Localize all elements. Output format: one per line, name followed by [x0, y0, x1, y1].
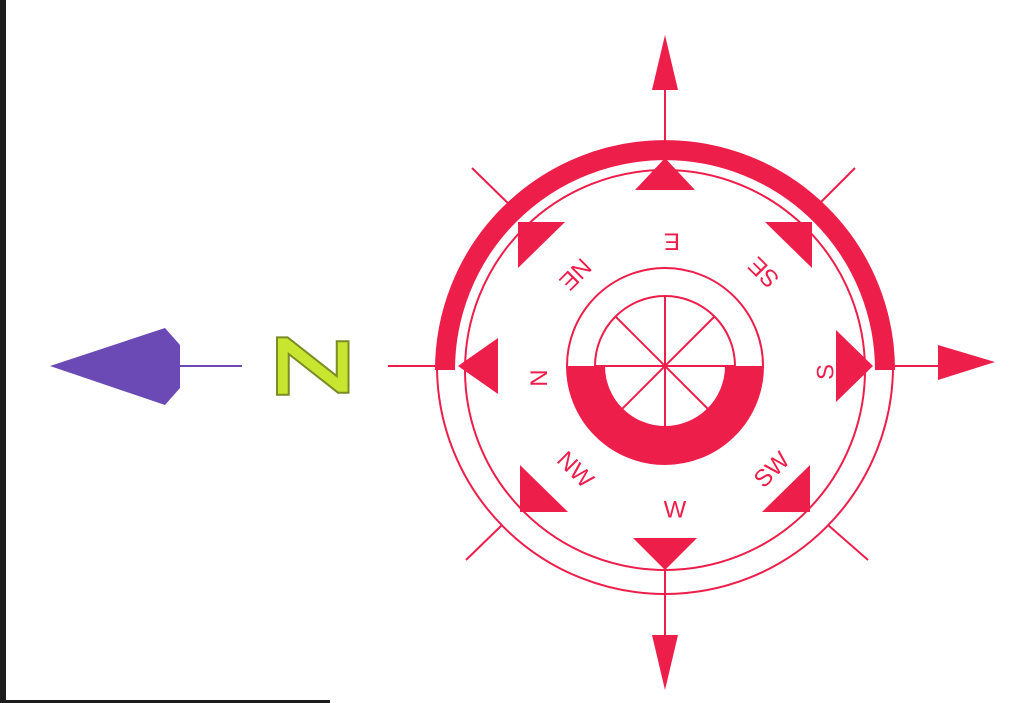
marker-right	[836, 330, 873, 402]
label-nw: NW	[551, 446, 599, 494]
label-n: N	[525, 369, 552, 386]
tick-nw	[466, 525, 502, 560]
label-e: E	[664, 228, 680, 255]
marker-ne	[518, 222, 565, 268]
label-w: W	[664, 497, 687, 524]
label-se: SE	[743, 251, 785, 293]
north-letter-group: Z	[254, 334, 370, 398]
label-ne: NE	[554, 253, 597, 296]
arrow-right	[938, 345, 995, 380]
marker-left	[458, 338, 498, 394]
marker-bottom	[633, 538, 697, 570]
label-s: S	[813, 364, 840, 380]
north-arrow-icon	[50, 328, 242, 405]
arrow-bottom	[652, 635, 678, 690]
arrow-top	[652, 35, 678, 90]
tick-sw	[828, 525, 868, 560]
compass-rose-icon: E NE SE N S NW SW W	[388, 35, 995, 690]
marker-top	[635, 158, 695, 190]
north-letter: Z	[254, 334, 370, 398]
